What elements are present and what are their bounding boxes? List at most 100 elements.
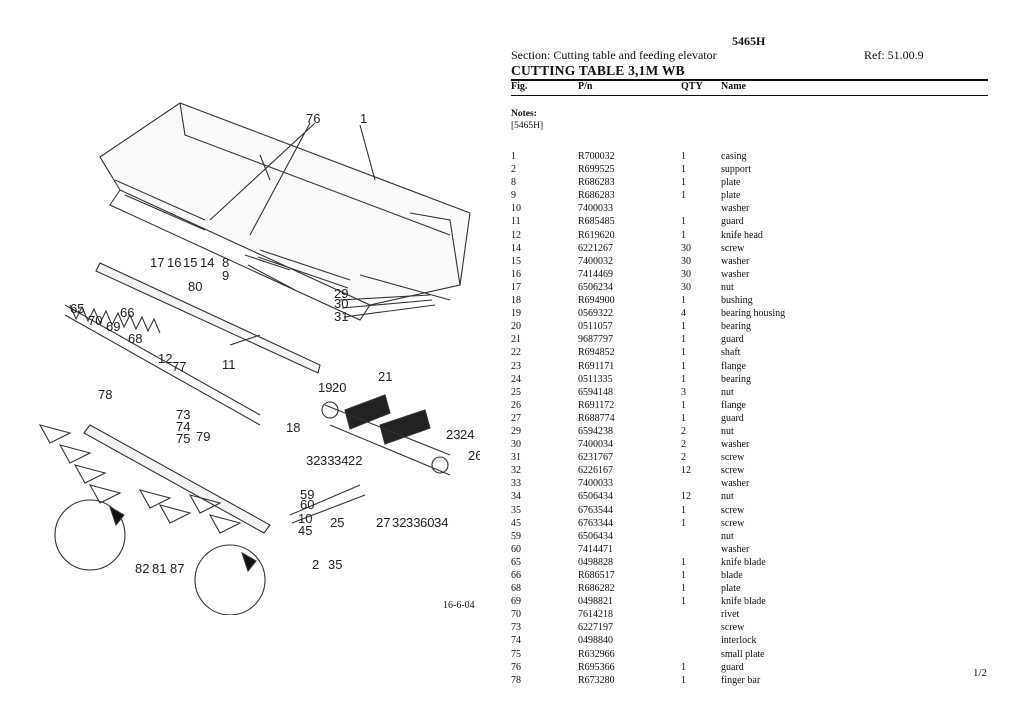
svg-text:60: 60 [420,515,434,530]
part-number: R691171 [578,360,615,372]
part-qty: 1 [681,334,686,346]
part-fig: 1 [511,151,516,162]
svg-text:22: 22 [348,453,362,468]
part-qty: 12 [681,491,691,503]
part-name: nut [721,530,734,542]
svg-text:20: 20 [332,380,346,395]
part-number: R686517 [578,570,615,581]
part-number: 0569322 [578,308,613,320]
reference-label: Ref: 51.00.9 [864,48,924,62]
part-name: washer [721,255,750,267]
notes-value: [5465H] [511,121,544,131]
svg-text:68: 68 [128,331,142,346]
part-qty: 1 [681,177,686,189]
part-number: R695366 [578,661,615,673]
svg-text:8: 8 [222,255,229,270]
part-number: R686283 [578,190,615,202]
svg-text:73: 73 [176,407,190,422]
svg-text:34: 34 [434,515,448,530]
part-name: screw [721,622,745,634]
part-number: 6506434 [578,530,613,542]
part-name: guard [721,661,744,673]
part-number: 7400033 [578,203,613,215]
part-fig: 74 [511,635,521,647]
svg-text:35: 35 [328,557,342,572]
part-qty: 2 [681,425,686,437]
part-qty: 1 [681,216,686,228]
svg-text:27: 27 [376,515,390,530]
part-qty: 12 [681,465,691,477]
part-name: screw [721,452,745,464]
svg-text:29: 29 [334,286,348,301]
part-number: R673280 [578,674,615,686]
part-fig: 17 [511,281,521,293]
part-fig: 59 [511,530,521,542]
part-name: interlock [721,635,757,647]
part-fig: 20 [511,321,521,333]
part-number: 7414471 [578,543,613,555]
svg-text:9: 9 [222,268,229,283]
part-fig: 26 [511,399,521,411]
part-qty: 30 [681,255,691,267]
part-fig: 60 [511,543,521,555]
part-name: flange [721,360,746,372]
part-number: 6506234 [578,281,613,293]
figure-date: 16-6-04 [443,600,475,611]
svg-text:30: 30 [334,296,348,311]
part-number: 6763544 [578,504,613,516]
part-name: flange [721,399,746,411]
part-qty: 1 [681,360,686,372]
part-fig: 45 [511,517,521,529]
svg-text:75: 75 [176,431,190,446]
part-name: screw [721,517,745,529]
part-name: nut [721,281,734,293]
svg-text:60: 60 [300,497,314,512]
part-name: bearing [721,373,751,385]
svg-text:76: 76 [306,111,320,126]
part-qty: 1 [681,412,686,424]
part-qty: 30 [681,281,691,293]
svg-text:19: 19 [318,380,332,395]
svg-text:18: 18 [286,420,300,435]
part-number: 6226167 [578,465,613,477]
part-fig: 35 [511,504,521,516]
part-name: screw [721,504,745,516]
part-qty: 1 [681,190,686,202]
part-fig: 19 [511,308,521,320]
part-number: 6231767 [578,452,613,464]
part-number: 7400033 [578,478,613,490]
part-number: R619620 [578,229,615,241]
part-name: washer [721,439,750,451]
svg-text:66: 66 [120,305,134,320]
column-header-qty: QTY [681,81,703,92]
part-qty: 1 [681,556,686,568]
part-fig: 25 [511,386,521,398]
svg-text:65: 65 [70,301,84,316]
part-fig: 15 [511,255,521,267]
part-number: 7400034 [578,439,613,451]
part-fig: 32 [511,465,521,477]
part-fig: 27 [511,412,521,424]
part-number: 7400032 [578,255,613,267]
part-name: washer [721,543,750,555]
part-fig: 24 [511,373,521,385]
part-number: 0511057 [578,321,613,333]
part-name: knife blade [721,556,766,568]
part-name: washer [721,478,750,490]
